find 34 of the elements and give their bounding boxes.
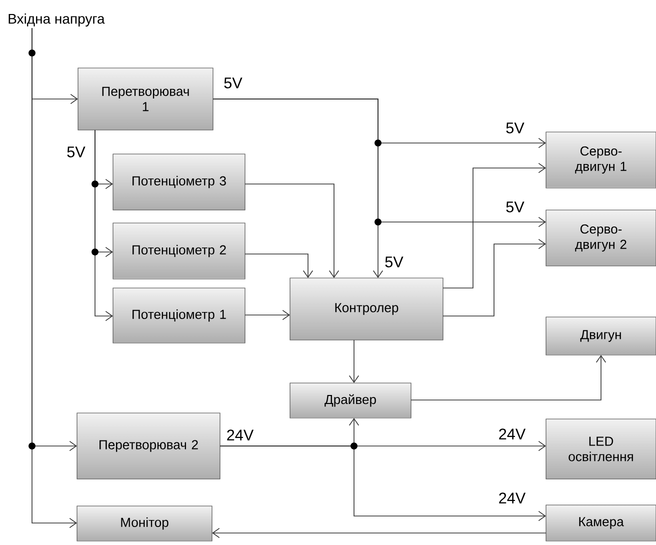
process-box: Потенціометр 2 — [112, 222, 246, 280]
arrow — [94, 130, 113, 322]
arrow — [244, 254, 314, 278]
process-box: Камера — [546, 504, 656, 542]
voltage-label: 24V — [497, 491, 527, 505]
arrow — [212, 528, 546, 538]
voltage-label: 5V — [504, 121, 526, 135]
process-box: Потенціометр 1 — [112, 288, 246, 344]
process-box: Серво-двигун 1 — [546, 132, 656, 188]
arrow — [348, 340, 360, 383]
process-box: Потенціометр 3 — [112, 154, 246, 210]
voltage-label: 5V — [383, 255, 405, 269]
voltage-label: 24V — [497, 427, 527, 441]
arrow — [212, 98, 546, 228]
arrow — [244, 184, 340, 278]
arrow — [442, 162, 546, 288]
voltage-label: 5V — [504, 200, 526, 214]
process-box: Перетворювач 2 — [76, 412, 220, 480]
arrow — [220, 446, 546, 522]
process-box: Серво-двигун 2 — [546, 210, 656, 266]
input-label: Вхідна напруга — [8, 13, 105, 27]
process-box: Драйвер — [290, 382, 412, 418]
process-box: Перетворювач 1 — [78, 68, 214, 130]
process-box: Монітор — [76, 506, 212, 542]
process-box: Контролер — [290, 278, 444, 340]
voltage-label: 5V — [222, 76, 244, 90]
process-box: LED освітлення — [546, 418, 656, 480]
arrow — [410, 355, 606, 400]
voltage-label: 5V — [65, 145, 87, 159]
arrow — [244, 310, 290, 320]
arrow — [442, 238, 546, 316]
process-box: Двигун — [546, 316, 656, 356]
voltage-label: 24V — [225, 428, 255, 442]
arrow — [32, 28, 78, 528]
